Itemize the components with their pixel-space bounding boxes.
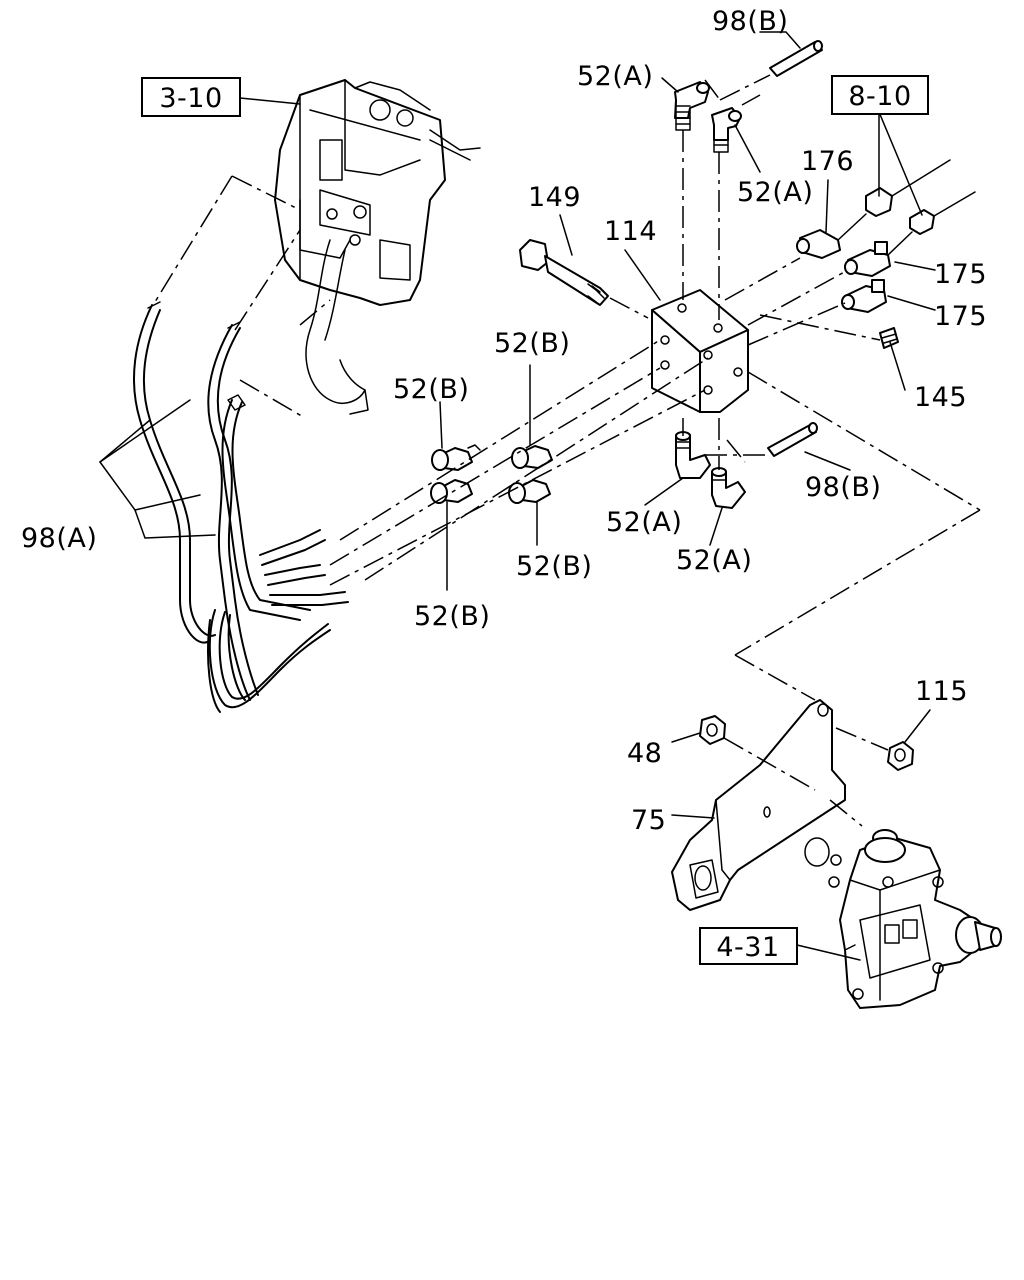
- label-145[interactable]: 145: [914, 382, 967, 413]
- fitting-52b-d: [508, 479, 551, 504]
- label-52b-mid[interactable]: 52(B): [494, 328, 570, 359]
- label-48[interactable]: 48: [627, 738, 662, 769]
- bracket-75: [671, 699, 846, 911]
- label-98b-mid[interactable]: 98(B): [805, 472, 881, 503]
- label-52a-top-right[interactable]: 52(A): [737, 177, 813, 208]
- fitting-52a-top-right: [711, 107, 742, 153]
- leader-lines: [99, 31, 936, 961]
- label-52b-bottom-right[interactable]: 52(B): [516, 551, 592, 582]
- label-176[interactable]: 176: [801, 146, 854, 177]
- ref-box-8-10[interactable]: 8-10: [831, 75, 929, 115]
- fitting-52a-bottom-left: [675, 431, 711, 479]
- label-52b-bottom-left[interactable]: 52(B): [414, 601, 490, 632]
- label-75[interactable]: 75: [631, 805, 666, 836]
- ref-box-3-10[interactable]: 3-10: [141, 77, 241, 117]
- fitting-52b-a: [431, 444, 481, 471]
- fitting-52b-c: [430, 479, 473, 504]
- label-114[interactable]: 114: [604, 216, 657, 247]
- sensor-176: [796, 229, 841, 259]
- brake-lines-98a: [133, 301, 349, 713]
- ref-label-8-10: 8-10: [848, 81, 911, 112]
- label-52a-top-left[interactable]: 52(A): [577, 61, 653, 92]
- bolt-149: [519, 239, 609, 306]
- pedal-bracket-assembly: [274, 79, 481, 415]
- ref-label-4-31: 4-31: [716, 932, 779, 963]
- ref-label-3-10: 3-10: [159, 83, 222, 114]
- label-52b-left[interactable]: 52(B): [393, 374, 469, 405]
- label-149[interactable]: 149: [528, 182, 581, 213]
- fitting-52b-b: [511, 445, 553, 469]
- fitting-52a-top-left: [674, 81, 710, 131]
- fitting-52a-bottom-right: [711, 467, 746, 509]
- plug-145: [879, 327, 899, 349]
- callout-labels: 98(B) 52(A) 52(A) 176 149 114 175 175 52…: [21, 6, 987, 836]
- nut-115: [887, 741, 914, 771]
- pipe-98b-top: [769, 40, 823, 77]
- label-175-lower[interactable]: 175: [934, 301, 987, 332]
- switch-175-lower: [841, 279, 887, 313]
- center-lines: [154, 74, 981, 827]
- block-114: [651, 289, 749, 413]
- label-98b-top[interactable]: 98(B): [712, 6, 788, 37]
- label-98a[interactable]: 98(A): [21, 523, 97, 554]
- label-52a-bottom-right[interactable]: 52(A): [676, 545, 752, 576]
- pipe-98b-mid: [767, 422, 818, 457]
- ref-box-4-31[interactable]: 4-31: [699, 927, 798, 965]
- connectors-8-10: [837, 159, 976, 256]
- nut-48: [699, 715, 726, 745]
- label-115[interactable]: 115: [915, 676, 968, 707]
- switch-175-upper: [844, 241, 891, 277]
- label-52a-bottom-left[interactable]: 52(A): [606, 507, 682, 538]
- pump-4-31: [828, 829, 1002, 1009]
- label-175-upper[interactable]: 175: [934, 259, 987, 290]
